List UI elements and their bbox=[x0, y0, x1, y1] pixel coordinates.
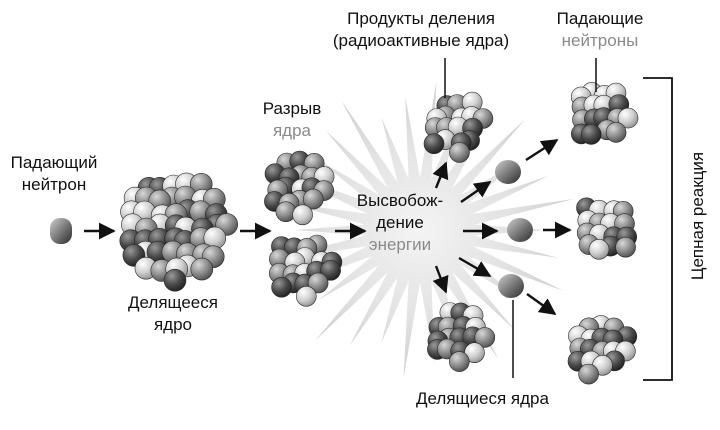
released-neutron bbox=[498, 274, 524, 298]
nucleon bbox=[448, 351, 470, 372]
nucleon bbox=[588, 239, 610, 260]
falling-neutrons-label: Падающие нейтроны bbox=[548, 8, 652, 52]
chain-nucleus-middle bbox=[576, 197, 638, 260]
rupture-label: Разрыв ядра bbox=[252, 98, 332, 142]
chain-nucleus-top bbox=[570, 82, 639, 145]
nucleon bbox=[292, 204, 313, 226]
arrow bbox=[460, 181, 492, 203]
fissile-nucleus-label-line1: Делящееся bbox=[128, 293, 218, 312]
splitting-nucleus-top bbox=[264, 150, 335, 226]
fissile-nucleus bbox=[119, 172, 238, 292]
energy-label-line3: энергии bbox=[368, 235, 432, 254]
nucleon bbox=[615, 236, 636, 258]
fission-product-top bbox=[423, 91, 494, 163]
incoming-neutron-label-line1: Падающий bbox=[10, 153, 98, 172]
nucleon bbox=[307, 272, 329, 294]
energy-release-label: Высвобож- дение энергии bbox=[340, 190, 460, 256]
energy-label-line2: дение bbox=[376, 213, 424, 232]
chain-nucleus-bottom bbox=[567, 315, 638, 385]
incoming-neutron-label-line2: нейтрон bbox=[21, 175, 87, 194]
fission-products-label-line2: (радиоактивные ядра) bbox=[332, 31, 510, 50]
falling-neutrons-label-line1: Падающие bbox=[556, 9, 644, 28]
nucleon bbox=[295, 285, 317, 307]
fissile-nucleus-label: Делящееся ядро bbox=[118, 292, 228, 336]
leader-lines bbox=[444, 58, 597, 378]
rupture-label-line2: ядра bbox=[272, 121, 312, 140]
incoming-neutron-label: Падающий нейтрон bbox=[8, 152, 100, 196]
nucleon bbox=[578, 363, 599, 385]
nuclei-group bbox=[119, 82, 639, 385]
chain-reaction-bracket bbox=[643, 77, 673, 381]
splitting-nucleus-bottom bbox=[268, 234, 343, 307]
fission-product-bottom bbox=[427, 302, 496, 372]
nucleon bbox=[302, 188, 324, 210]
nucleon bbox=[271, 276, 292, 298]
arrow bbox=[432, 265, 449, 294]
falling-neutrons-label-line2: нейтроны bbox=[561, 31, 639, 50]
nucleon bbox=[464, 342, 485, 364]
nucleon bbox=[449, 142, 470, 163]
arrow bbox=[458, 256, 492, 278]
arrow bbox=[432, 161, 449, 189]
fission-products-label: Продукты деления (радиоактивные ядра) bbox=[308, 8, 534, 52]
nucleon bbox=[163, 268, 187, 292]
nucleon bbox=[580, 124, 602, 145]
released-neutron bbox=[507, 218, 533, 242]
energy-burst bbox=[266, 81, 574, 379]
nucleon bbox=[190, 257, 214, 281]
nucleon bbox=[320, 259, 341, 281]
arrow bbox=[525, 138, 559, 162]
energy-label-line1: Высвобож- bbox=[356, 191, 444, 210]
rupture-label-line1: Разрыв bbox=[262, 99, 322, 118]
nucleon bbox=[423, 133, 445, 154]
released-neutron bbox=[495, 160, 521, 184]
nucleon bbox=[474, 327, 496, 348]
arrows bbox=[84, 138, 572, 315]
arrow bbox=[526, 293, 557, 315]
fission-products-label-line1: Продукты деления bbox=[347, 9, 495, 28]
chain-reaction-label: Цепная реакция bbox=[688, 151, 707, 281]
incoming-neutron bbox=[50, 218, 72, 244]
fissile-nuclei-label: Делящиеся ядра bbox=[416, 389, 549, 408]
fissile-nucleus-label-line2: ядро bbox=[153, 315, 193, 334]
nucleon bbox=[617, 107, 639, 129]
nucleon bbox=[605, 122, 627, 143]
